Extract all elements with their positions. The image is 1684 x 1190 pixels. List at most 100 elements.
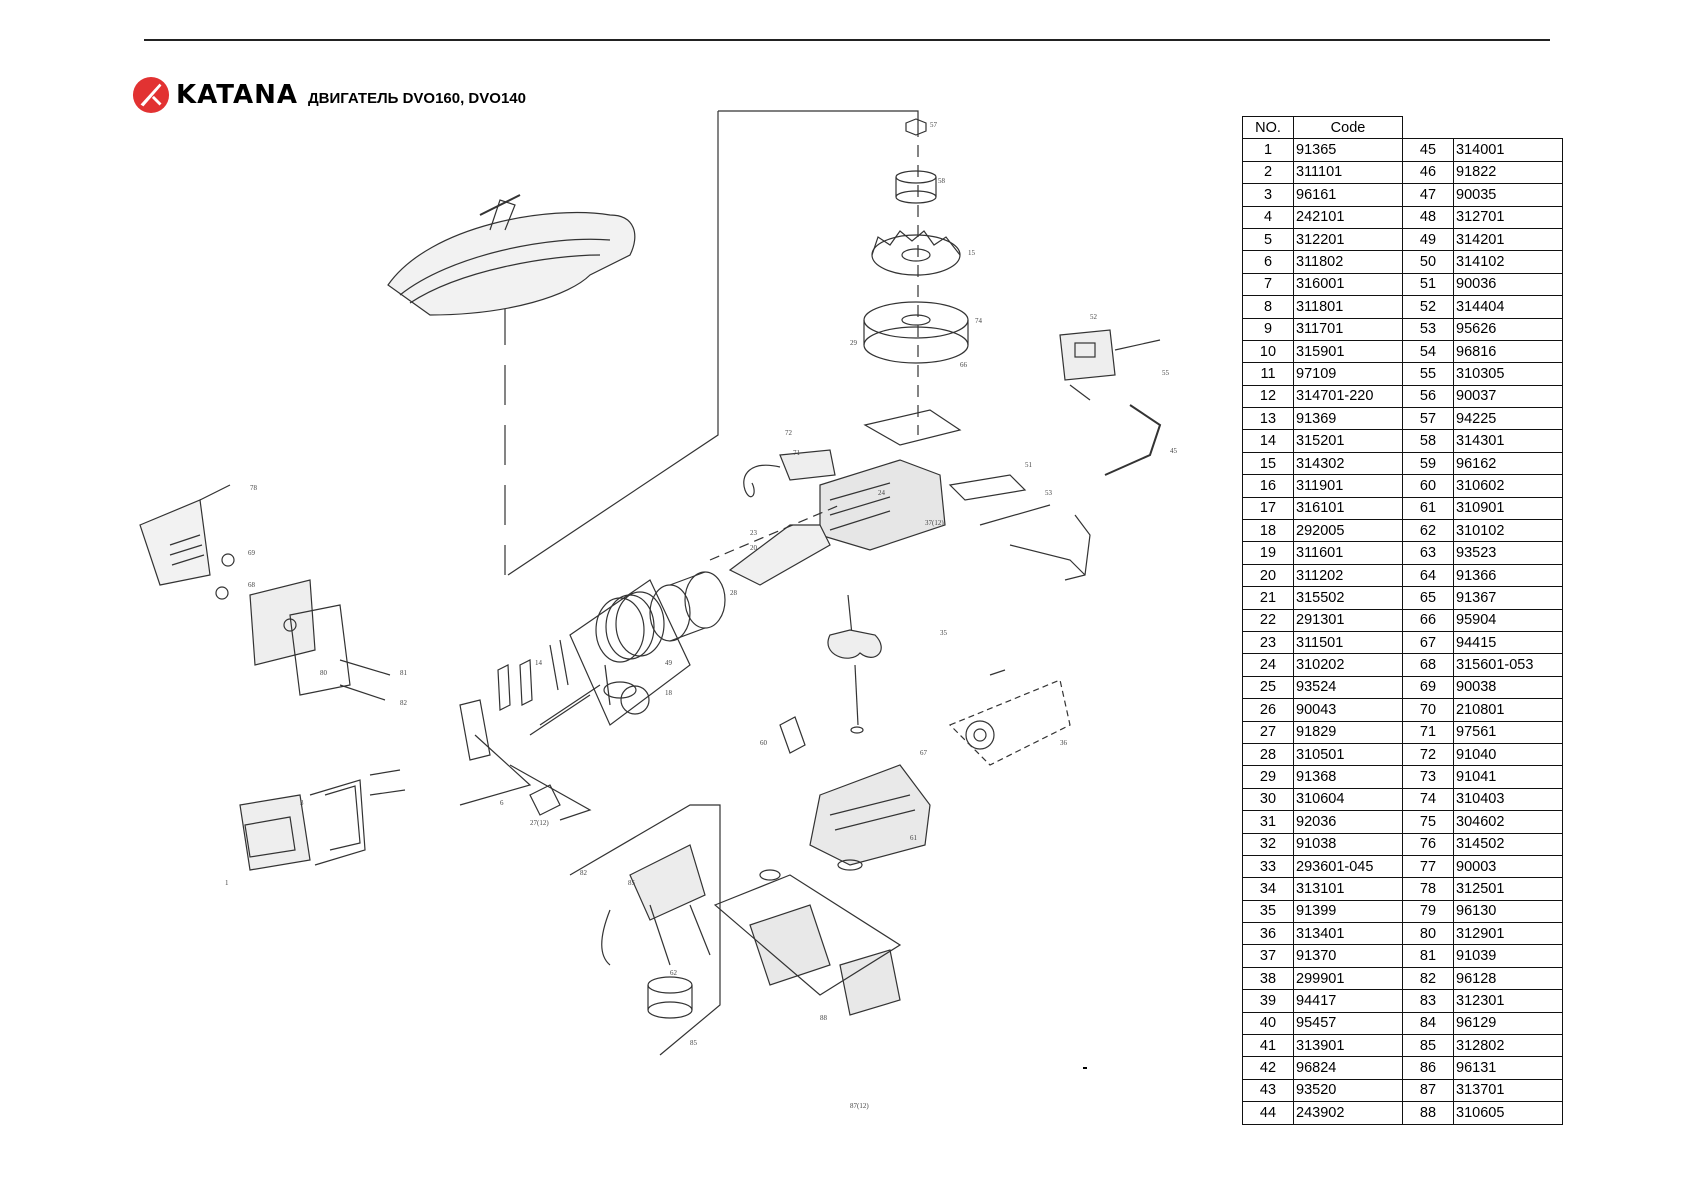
- part-code-cell: 90035: [1453, 183, 1563, 207]
- svg-text:49: 49: [665, 659, 673, 667]
- svg-text:28: 28: [730, 589, 738, 597]
- part-number-cell: 32: [1242, 832, 1294, 856]
- page-title: ДВИГАТЕЛЬ DVO160, DVO140: [307, 89, 526, 107]
- part-code-cell: 310901: [1453, 496, 1563, 521]
- carburetor-part: [569, 804, 721, 1056]
- part-code-cell: 243902: [1293, 1101, 1403, 1125]
- push-rods-part: [369, 764, 592, 821]
- part-code-cell: 313701: [1453, 1078, 1563, 1103]
- part-code-cell: 310602: [1453, 474, 1563, 498]
- part-number-cell: 55: [1402, 362, 1454, 386]
- governor-gear-part: [948, 669, 1071, 766]
- svg-text:29: 29: [850, 339, 858, 347]
- part-code-cell: 95626: [1453, 317, 1563, 341]
- part-number-cell: 72: [1402, 742, 1454, 767]
- camshaft-part: [529, 664, 650, 736]
- part-code-cell: 316001: [1293, 272, 1403, 297]
- part-number-cell: 3: [1242, 183, 1294, 207]
- part-number-cell: 66: [1402, 608, 1454, 632]
- part-number-cell: 64: [1402, 563, 1454, 588]
- part-number-cell: 22: [1242, 608, 1294, 632]
- svg-text:62: 62: [670, 969, 678, 977]
- part-number-cell: 67: [1402, 630, 1454, 655]
- top-rule: [144, 39, 1550, 41]
- part-code-cell: 310605: [1453, 1101, 1563, 1125]
- svg-text:6: 6: [500, 799, 504, 807]
- piston-part: [649, 571, 726, 642]
- table-header-row: NO. Code: [1242, 115, 1403, 140]
- part-number-cell: 45: [1402, 138, 1454, 162]
- part-code-cell: 312701: [1453, 205, 1563, 229]
- part-number-cell: 85: [1402, 1034, 1454, 1058]
- part-code-cell: 91369: [1293, 407, 1403, 431]
- part-code-cell: 314404: [1453, 295, 1563, 319]
- part-code-cell: 91041: [1453, 765, 1563, 789]
- part-code-cell: 311601: [1293, 541, 1403, 565]
- katana-logo-icon: [132, 76, 170, 114]
- part-code-cell: 96162: [1453, 451, 1563, 476]
- svg-text:14: 14: [535, 659, 543, 667]
- part-code-cell: 312301: [1453, 989, 1563, 1013]
- part-number-cell: 20: [1242, 563, 1294, 588]
- part-code-cell: 304602: [1453, 810, 1563, 834]
- part-number-cell: 21: [1242, 586, 1294, 610]
- part-number-cell: 48: [1402, 205, 1454, 229]
- piston-rings-part: [569, 579, 691, 726]
- col-code-header: Code: [1293, 115, 1403, 140]
- svg-text:36: 36: [1060, 739, 1068, 747]
- part-code-cell: 314001: [1453, 138, 1563, 162]
- dipstick-part: [779, 716, 806, 754]
- part-number-cell: 35: [1242, 899, 1294, 924]
- part-code-cell: 313401: [1293, 922, 1403, 946]
- part-code-cell: 242101: [1293, 205, 1403, 229]
- part-code-cell: 314301: [1453, 429, 1563, 453]
- part-number-cell: 44: [1242, 1101, 1294, 1125]
- part-number-cell: 47: [1402, 183, 1454, 207]
- valve-cover-part: [239, 779, 366, 871]
- nut-part: [905, 118, 927, 136]
- part-number-cell: 71: [1402, 720, 1454, 744]
- svg-text:18: 18: [665, 689, 673, 697]
- part-number-cell: 69: [1402, 675, 1454, 700]
- part-number-cell: 34: [1242, 877, 1294, 901]
- part-code-cell: 292005: [1293, 519, 1403, 543]
- part-code-cell: 94415: [1453, 630, 1563, 655]
- part-code-cell: 315601-053: [1453, 653, 1563, 677]
- part-number-cell: 46: [1402, 160, 1454, 185]
- part-number-cell: 27: [1242, 720, 1294, 744]
- part-number-cell: 52: [1402, 295, 1454, 319]
- part-code-cell: 91365: [1293, 138, 1403, 162]
- part-code-cell: 97561: [1453, 720, 1563, 744]
- part-code-cell: 91368: [1293, 765, 1403, 789]
- svg-text:1: 1: [225, 879, 229, 887]
- part-number-cell: 50: [1402, 250, 1454, 274]
